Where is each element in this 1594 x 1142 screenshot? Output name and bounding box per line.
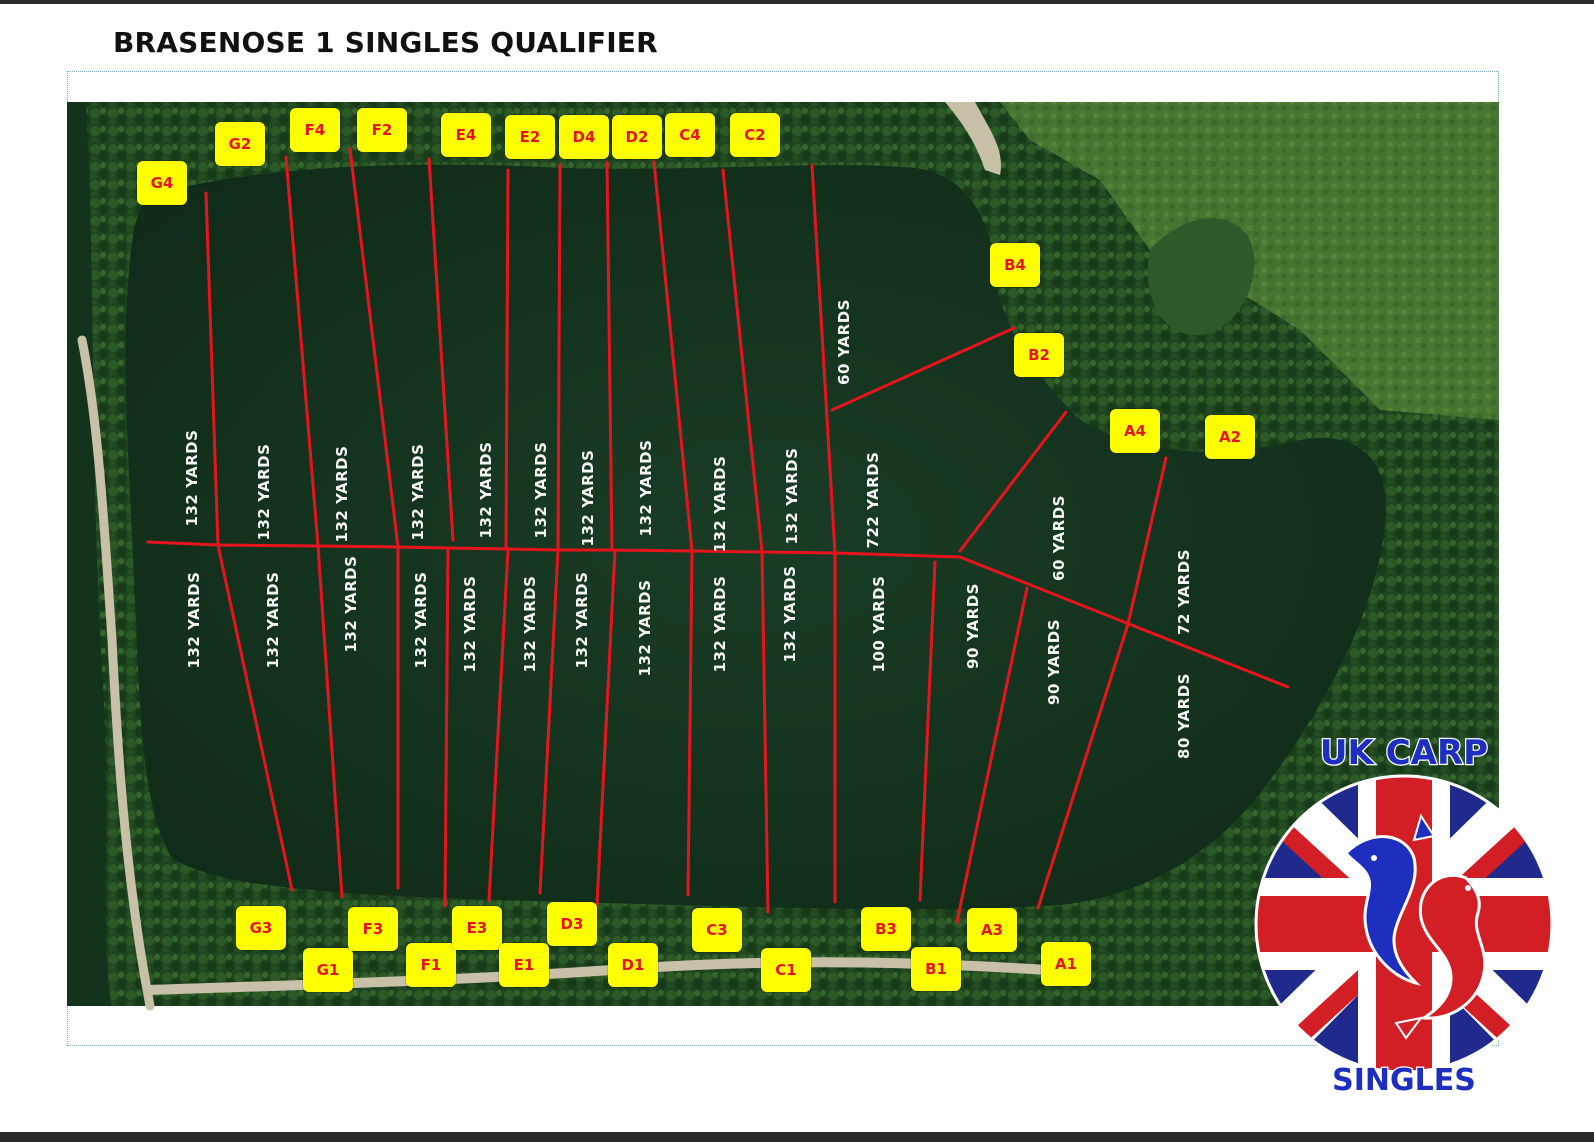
peg-marker-e2[interactable]: E2 bbox=[505, 115, 555, 159]
peg-marker-b2[interactable]: B2 bbox=[1014, 333, 1064, 377]
divider-line bbox=[686, 549, 694, 897]
swim-dividers bbox=[146, 147, 1290, 924]
divider-line bbox=[810, 163, 837, 555]
peg-marker-e1[interactable]: E1 bbox=[499, 943, 549, 987]
west-path bbox=[77, 335, 155, 1011]
peg-marker-c1[interactable]: C1 bbox=[761, 948, 811, 992]
west-channel bbox=[67, 102, 112, 1006]
peg-marker-d1[interactable]: D1 bbox=[608, 943, 658, 987]
divider-line bbox=[487, 547, 510, 902]
peg-marker-a1[interactable]: A1 bbox=[1041, 942, 1091, 986]
peg-marker-a4[interactable]: A4 bbox=[1110, 409, 1160, 453]
divider-line bbox=[284, 155, 320, 548]
divider-line bbox=[443, 546, 450, 908]
divider-line bbox=[538, 548, 560, 895]
divider-line bbox=[1036, 622, 1130, 910]
peg-marker-g4[interactable]: G4 bbox=[137, 161, 187, 205]
divider-line bbox=[204, 191, 220, 547]
peg-marker-g2[interactable]: G2 bbox=[215, 122, 265, 166]
divider-line bbox=[595, 548, 617, 906]
peg-marker-d2[interactable]: D2 bbox=[612, 115, 662, 159]
logo-bottom-text: SINGLES bbox=[1332, 1063, 1476, 1096]
peg-marker-e4[interactable]: E4 bbox=[441, 113, 491, 157]
uk-carp-singles-logo: UK CARP SINGLES bbox=[1254, 732, 1554, 1096]
peg-marker-d4[interactable]: D4 bbox=[559, 115, 609, 159]
north-path bbox=[945, 102, 1001, 175]
peg-marker-g1[interactable]: G1 bbox=[303, 948, 353, 992]
peg-marker-f1[interactable]: F1 bbox=[406, 943, 456, 987]
divider-line bbox=[316, 544, 344, 899]
divider-line bbox=[504, 168, 510, 551]
peg-marker-d3[interactable]: D3 bbox=[547, 902, 597, 946]
peg-marker-f3[interactable]: F3 bbox=[348, 907, 398, 951]
divider-line bbox=[830, 326, 1016, 412]
divider-line bbox=[955, 586, 1029, 924]
divider-line bbox=[216, 543, 294, 892]
fish-emblem-icon bbox=[1344, 813, 1487, 1040]
peg-marker-b4[interactable]: B4 bbox=[990, 243, 1040, 287]
divider-line bbox=[605, 160, 614, 552]
pond-area bbox=[1147, 218, 1255, 336]
divider-line bbox=[556, 163, 562, 552]
divider-line bbox=[918, 560, 937, 902]
divider-line bbox=[958, 410, 1068, 553]
peg-marker-b1[interactable]: B1 bbox=[911, 947, 961, 991]
divider-line bbox=[348, 147, 400, 549]
peg-marker-a3[interactable]: A3 bbox=[967, 908, 1017, 952]
divider-spine bbox=[146, 540, 962, 559]
logo-top-text: UK CARP bbox=[1320, 733, 1488, 773]
divider-line bbox=[760, 550, 770, 914]
peg-marker-e3[interactable]: E3 bbox=[452, 906, 502, 950]
peg-marker-g3[interactable]: G3 bbox=[236, 906, 286, 950]
divider-line bbox=[652, 160, 694, 553]
divider-line bbox=[1126, 456, 1168, 626]
peg-marker-f4[interactable]: F4 bbox=[290, 108, 340, 152]
divider-east-spine bbox=[958, 555, 1290, 689]
divider-line bbox=[721, 168, 764, 554]
peg-marker-b3[interactable]: B3 bbox=[861, 907, 911, 951]
page-title: BRASENOSE 1 SINGLES QUALIFIER bbox=[113, 26, 658, 59]
peg-marker-f2[interactable]: F2 bbox=[357, 108, 407, 152]
peg-marker-a2[interactable]: A2 bbox=[1205, 415, 1255, 459]
peg-marker-c4[interactable]: C4 bbox=[665, 113, 715, 157]
peg-marker-c3[interactable]: C3 bbox=[692, 908, 742, 952]
divider-line bbox=[427, 157, 455, 542]
peg-marker-c2[interactable]: C2 bbox=[730, 113, 780, 157]
